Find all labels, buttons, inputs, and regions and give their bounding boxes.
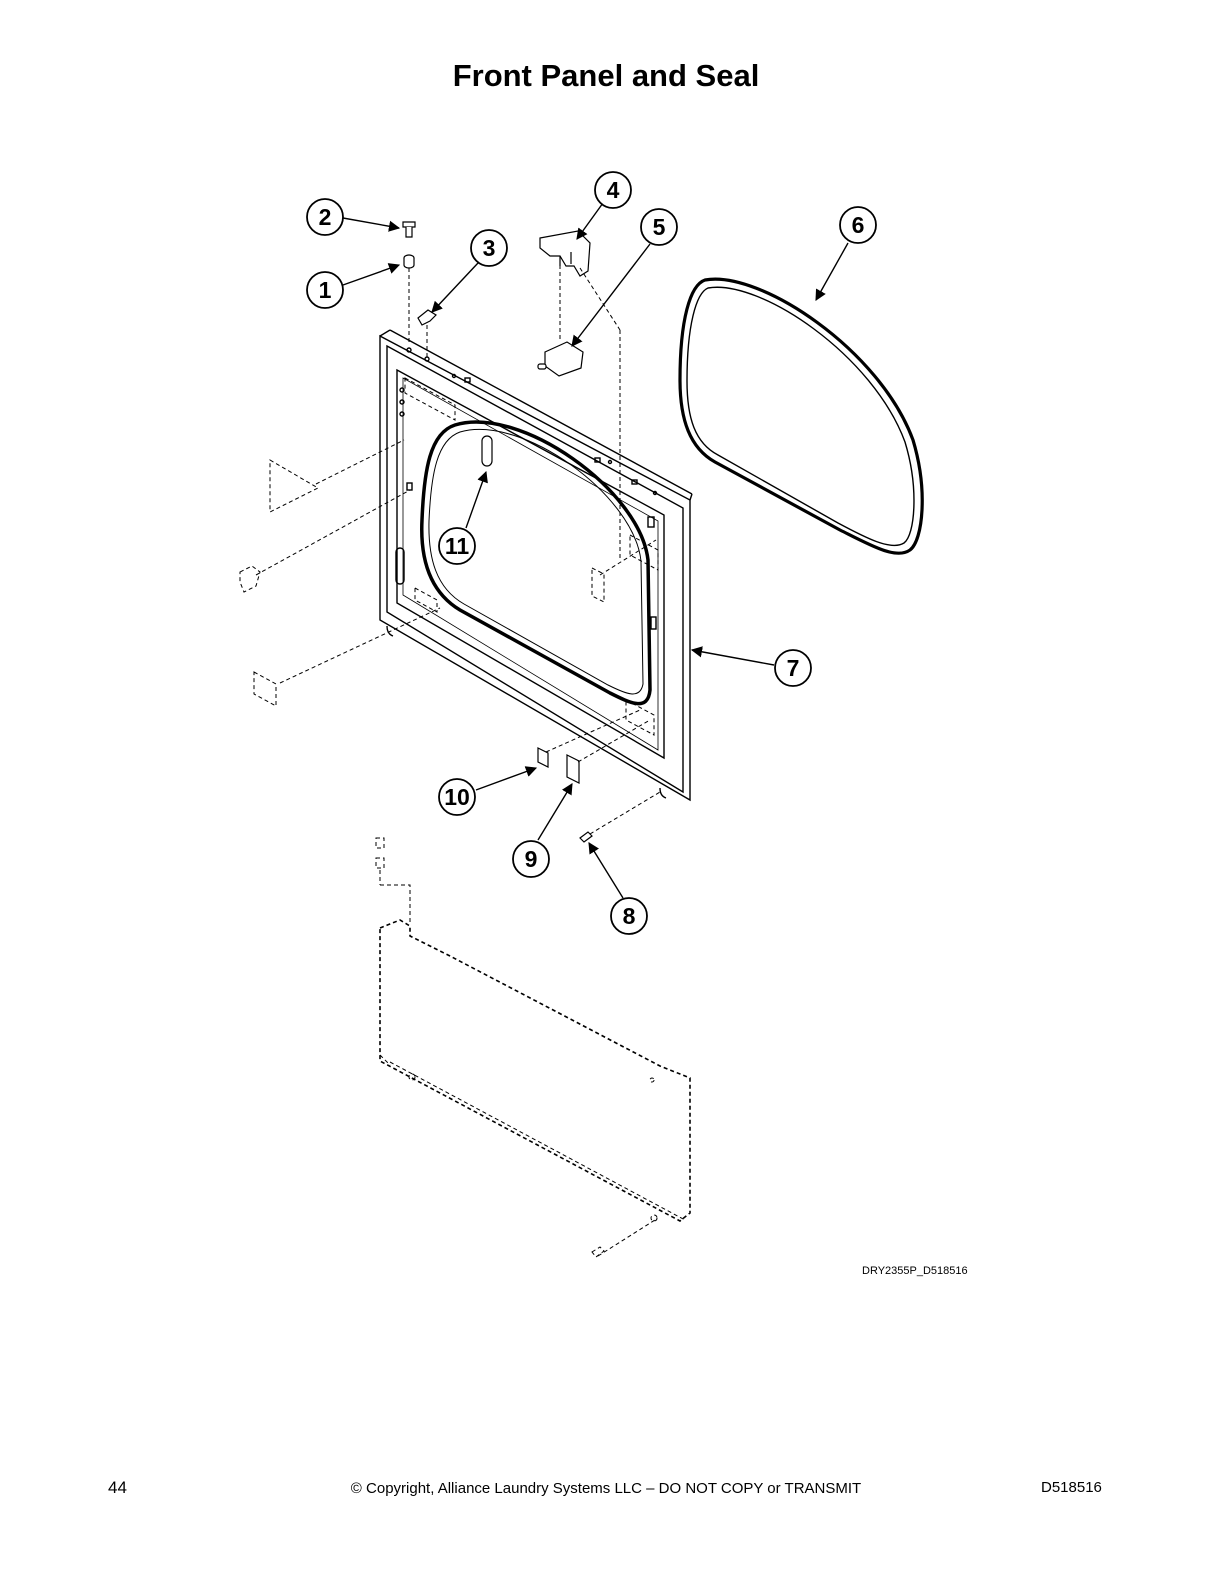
callout-1-label: 1: [319, 277, 332, 303]
leader-arrows: [342, 202, 849, 899]
page-title: Front Panel and Seal: [452, 58, 760, 93]
callout-3-label: 3: [483, 235, 496, 261]
callout-4: 4: [594, 171, 632, 209]
callout-11-label: 11: [445, 533, 470, 559]
callout-4-label: 4: [607, 177, 620, 203]
callout-10-label: 10: [444, 784, 470, 810]
callout-9: 9: [512, 840, 550, 878]
callout-6-label: 6: [852, 212, 865, 238]
callout-2-label: 2: [319, 204, 332, 230]
door-opening: [420, 420, 652, 706]
front-panel: [379, 329, 693, 802]
callout-8: 8: [610, 897, 648, 935]
callout-2: 2: [306, 198, 344, 236]
hardware-parts: [402, 221, 593, 843]
document-number: D518516: [1041, 1479, 1102, 1496]
callout-7: 7: [774, 649, 812, 687]
callout-9-label: 9: [525, 846, 538, 872]
drawing-id: DRY2355P_D518516: [862, 1265, 968, 1277]
callout-5-label: 5: [653, 214, 666, 240]
callout-8-label: 8: [623, 903, 636, 929]
page-number: 44: [108, 1478, 127, 1497]
callout-3: 3: [470, 229, 508, 267]
callout-5: 5: [640, 208, 678, 246]
callout-6: 6: [839, 206, 877, 244]
callout-11: 11: [438, 527, 476, 565]
callout-7-label: 7: [787, 655, 800, 681]
copyright-notice: © Copyright, Alliance Laundry Systems LL…: [350, 1480, 862, 1497]
phantom-components: [239, 265, 691, 1258]
callout-1: 1: [306, 271, 344, 309]
door-seal: [678, 277, 924, 555]
callouts: 1 2 3 4 5 6 7 8: [306, 171, 877, 935]
callout-10: 10: [438, 778, 476, 816]
